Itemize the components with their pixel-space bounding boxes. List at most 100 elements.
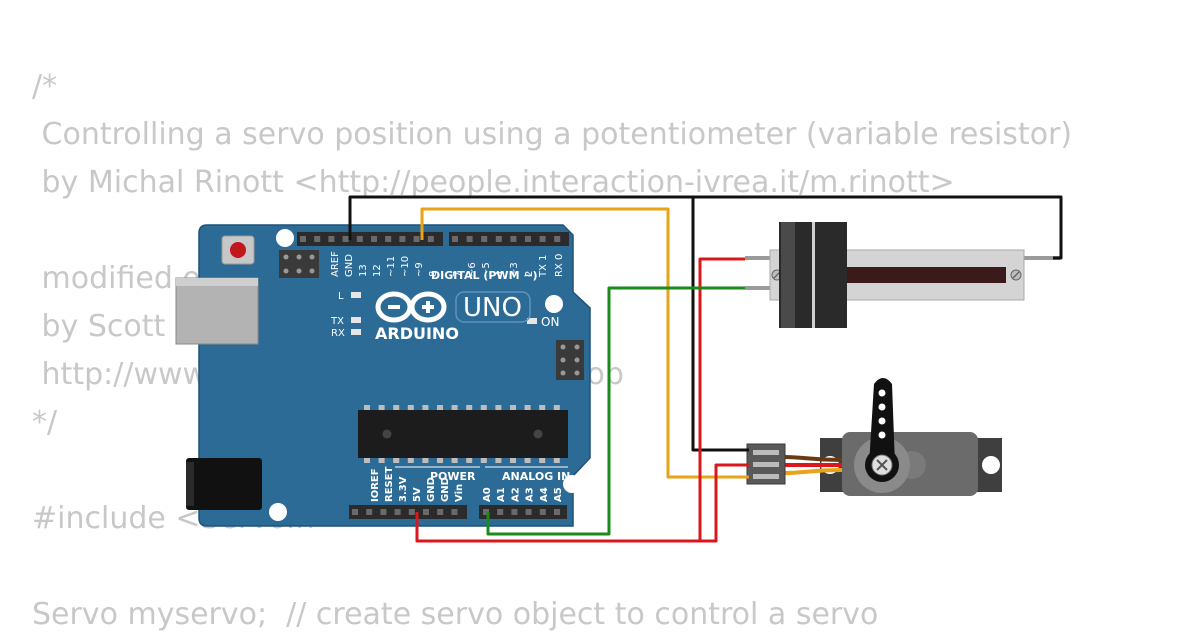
header-pin[interactable] xyxy=(399,236,406,242)
header-pin[interactable] xyxy=(481,236,488,242)
pin-label: ~10 xyxy=(400,256,411,277)
pin-label: IOREF xyxy=(370,468,381,502)
led-tx-label: TX xyxy=(330,316,344,327)
header-pin[interactable] xyxy=(423,509,429,515)
pin-label: 3.3V xyxy=(398,476,409,502)
header-pin[interactable] xyxy=(452,236,458,242)
header-pin[interactable] xyxy=(352,509,358,515)
servo-cable-brown xyxy=(783,455,843,462)
pot-lead xyxy=(745,286,775,290)
bottom-header-pins xyxy=(352,509,560,515)
wire-signal-pin9[interactable] xyxy=(420,207,749,479)
pot-lead xyxy=(745,256,775,260)
model-label: UNO xyxy=(463,293,522,323)
pin-label: GND xyxy=(344,254,355,277)
header-pin[interactable] xyxy=(413,236,420,242)
reset-button-cap xyxy=(230,242,246,258)
icsp-header xyxy=(279,250,319,278)
pin-label: 5V xyxy=(412,487,423,502)
pin-label: RESET xyxy=(384,466,395,502)
pin-label: A0 xyxy=(482,487,493,502)
code-line: Controlling a servo position using a pot… xyxy=(32,117,1073,152)
mounting-hole xyxy=(545,295,563,313)
header-pin[interactable] xyxy=(394,509,401,515)
pin-label: A1 xyxy=(496,487,507,502)
header-pin[interactable] xyxy=(525,236,531,242)
mounting-hole xyxy=(563,475,581,493)
header-pin[interactable] xyxy=(366,509,373,515)
header-pin[interactable] xyxy=(300,236,306,242)
power-header-block xyxy=(349,505,467,519)
led-tx xyxy=(351,317,361,323)
icsp-header-right xyxy=(556,340,584,380)
wire-gnd[interactable] xyxy=(348,195,1063,260)
header-pin[interactable] xyxy=(510,236,517,242)
header-pin[interactable] xyxy=(356,236,363,242)
wire-5v-pot[interactable] xyxy=(698,257,745,541)
pin-label: A5 xyxy=(553,487,564,502)
header-pin[interactable] xyxy=(451,509,458,515)
usb-port-edge xyxy=(176,278,258,286)
pin-label: 4 xyxy=(495,271,506,277)
wire-wiper-a0[interactable] xyxy=(486,286,745,536)
pin-label: 7 xyxy=(452,271,463,277)
wire-gnd-servo[interactable] xyxy=(691,197,749,452)
digital-header-block-2 xyxy=(449,232,569,246)
header-pin[interactable] xyxy=(328,236,335,242)
led-l xyxy=(351,292,361,298)
header-pin[interactable] xyxy=(437,509,444,515)
header-pin[interactable] xyxy=(342,236,349,242)
pin-label: GND xyxy=(426,477,437,502)
header-pin[interactable] xyxy=(554,509,560,515)
led-rx xyxy=(351,329,361,335)
header-pin[interactable] xyxy=(511,509,518,515)
led-on-label: ON xyxy=(541,315,559,329)
pin-label: 13 xyxy=(358,264,369,277)
brand-label: ARDUINO xyxy=(375,324,459,343)
header-pin[interactable] xyxy=(466,236,473,242)
digital-header-label: DIGITAL (PWM ~) xyxy=(431,269,538,282)
header-pin[interactable] xyxy=(539,236,546,242)
pin-label: A2 xyxy=(510,487,521,502)
header-pin[interactable] xyxy=(427,236,434,242)
header-pin[interactable] xyxy=(408,509,415,515)
header-pin[interactable] xyxy=(371,236,377,242)
pin-label: 8 xyxy=(428,271,439,277)
pin-label: A3 xyxy=(525,487,536,502)
servo-cable-orange xyxy=(783,468,843,475)
arduino-infinity-logo-icon xyxy=(375,291,447,323)
header-pin[interactable] xyxy=(554,236,561,242)
mounting-hole xyxy=(269,503,287,521)
pin-label: Vin xyxy=(454,484,465,502)
header-pin[interactable] xyxy=(483,509,489,515)
analog-header-block xyxy=(479,505,567,519)
servo-motor-icon[interactable] xyxy=(746,378,1002,496)
mounting-hole xyxy=(276,229,294,247)
power-jack xyxy=(186,458,262,510)
header-pin[interactable] xyxy=(314,236,321,242)
power-header-label: POWER xyxy=(430,470,476,483)
pin-label: ~9 xyxy=(414,262,425,277)
header-pin[interactable] xyxy=(497,509,504,515)
header-pin[interactable] xyxy=(380,509,387,515)
wire-5v[interactable] xyxy=(415,463,749,543)
model-badge xyxy=(455,291,531,323)
header-pin[interactable] xyxy=(525,509,532,515)
pin-label: ~11 xyxy=(386,256,397,277)
led-on xyxy=(527,318,537,324)
pot-lead xyxy=(1024,256,1060,260)
pin-label: ~5 xyxy=(481,262,492,277)
slide-potentiometer-icon[interactable] xyxy=(745,222,1060,328)
led-rx-label: RX xyxy=(331,328,345,339)
pin-label: ~6 xyxy=(467,262,478,277)
led-l-label: L xyxy=(338,291,344,302)
header-pin[interactable] xyxy=(539,509,546,515)
pin-label: RX 0 xyxy=(554,254,565,277)
header-pin[interactable] xyxy=(385,236,392,242)
header-pin[interactable] xyxy=(495,236,502,242)
